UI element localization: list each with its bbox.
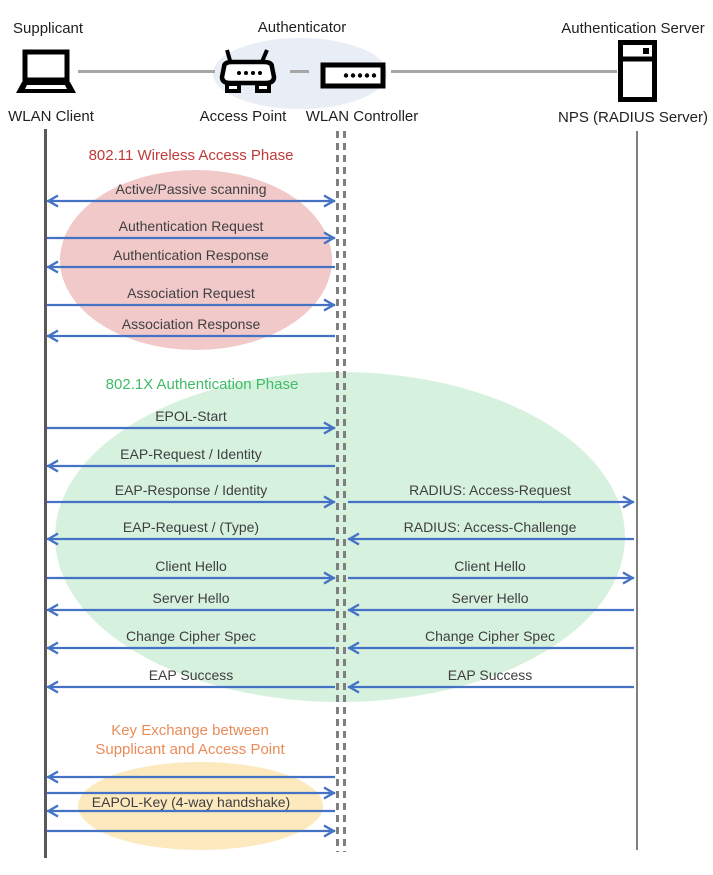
message-arrow	[347, 603, 634, 617]
message-arrow	[46, 804, 335, 818]
node-nps-radius-server: NPS (RADIUS Server)	[557, 109, 709, 126]
message-arrow	[47, 298, 336, 312]
message-label: EAP-Request / (Type)	[122, 519, 260, 535]
message-arrow	[47, 786, 336, 800]
message-label: Change Cipher Spec	[425, 628, 555, 644]
message-label: Authentication Response	[113, 247, 269, 263]
message-arrow	[47, 231, 336, 245]
message-arrow	[47, 824, 336, 838]
role-authenticator: Authenticator	[257, 19, 347, 36]
controller-lifeline-left	[336, 131, 339, 852]
message-arrow	[46, 532, 335, 546]
laptop-icon	[16, 49, 76, 93]
message-label: RADIUS: Access-Request	[409, 482, 571, 498]
node-wlan-controller: WLAN Controller	[305, 108, 419, 125]
message-label: Client Hello	[454, 558, 526, 574]
access-point-icon	[219, 49, 277, 93]
message-arrow	[46, 260, 335, 274]
phase-title-key-exchange-line2: Supplicant and Access Point	[95, 741, 285, 758]
message-label: EAP-Request / Identity	[120, 446, 262, 462]
phase-title-key-exchange-line1: Key Exchange between	[111, 722, 269, 739]
connector-controller-server	[391, 70, 617, 73]
message-arrow	[46, 194, 336, 208]
message-arrow	[46, 641, 335, 655]
message-label: EAP Success	[148, 667, 234, 683]
message-arrow	[46, 770, 335, 784]
connector-client-ap	[78, 70, 215, 73]
message-label: Active/Passive scanning	[115, 181, 267, 197]
message-label: Server Hello	[451, 590, 529, 606]
message-arrow	[47, 571, 336, 585]
message-arrow	[46, 680, 335, 694]
message-arrow	[46, 459, 335, 473]
message-arrow	[46, 329, 335, 343]
message-label: Authentication Request	[118, 218, 264, 234]
message-label: Change Cipher Spec	[126, 628, 256, 644]
message-arrow	[47, 495, 336, 509]
node-wlan-client: WLAN Client	[8, 108, 94, 125]
message-arrow	[46, 603, 335, 617]
message-arrow	[347, 532, 634, 546]
client-lifeline	[43, 129, 47, 858]
message-label: Server Hello	[152, 590, 230, 606]
connector-ap-controller	[290, 70, 309, 73]
message-arrow	[347, 680, 634, 694]
phase-title-wireless-access: 802.11 Wireless Access Phase	[88, 147, 294, 164]
wlan-controller-icon	[320, 62, 386, 89]
message-label: EAPOL-Key (4-way handshake)	[91, 794, 291, 810]
node-access-point: Access Point	[199, 108, 287, 125]
phase-title-dot1x-authentication: 802.1X Authentication Phase	[105, 376, 299, 393]
message-label: Association Response	[121, 316, 261, 332]
message-arrow	[348, 495, 635, 509]
message-arrow	[47, 421, 336, 435]
message-arrow	[347, 641, 634, 655]
server-lifeline	[635, 131, 638, 850]
message-label: EPOL-Start	[155, 408, 227, 424]
message-arrow	[348, 571, 635, 585]
message-label: EAP Success	[447, 667, 533, 683]
message-label: Client Hello	[155, 558, 227, 574]
message-label: RADIUS: Access-Challenge	[403, 519, 577, 535]
message-label: EAP-Response / Identity	[114, 482, 268, 498]
role-supplicant: Supplicant	[13, 20, 84, 37]
controller-lifeline-right	[343, 131, 346, 852]
message-label: Association Request	[127, 285, 255, 301]
role-authentication-server: Authentication Server	[561, 20, 705, 37]
server-icon	[618, 40, 657, 102]
